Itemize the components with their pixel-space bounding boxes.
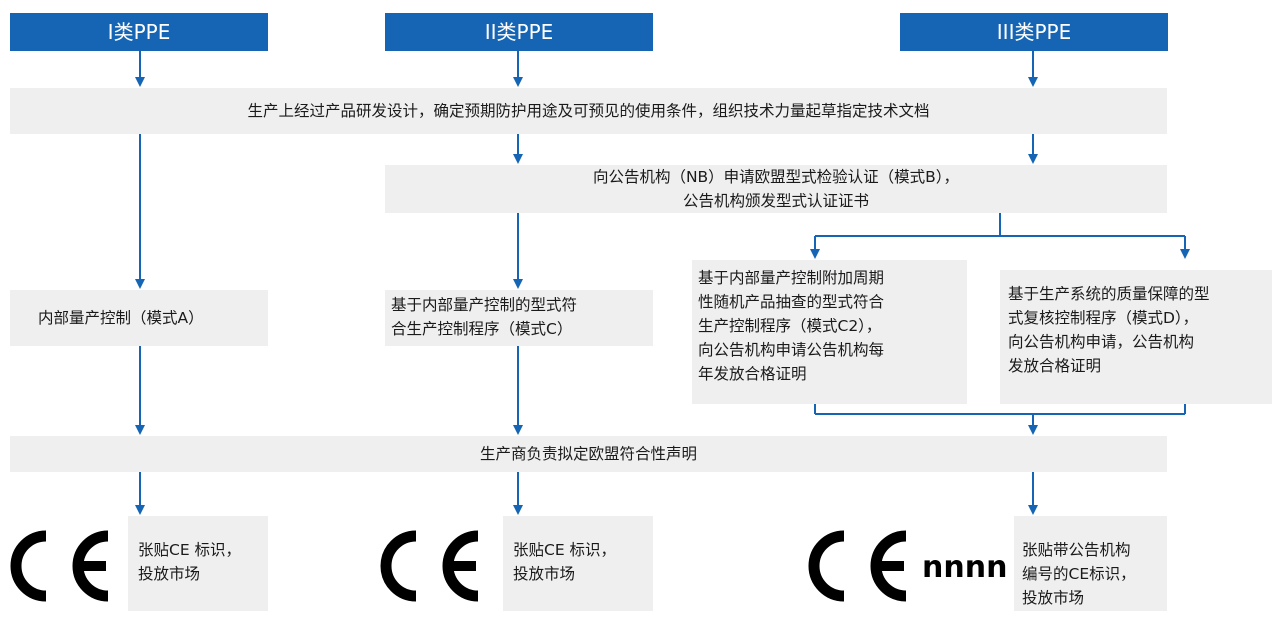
header-class-iii: III类PPE [900, 13, 1168, 51]
module-d-box: 基于生产系统的质量保障的型 式复核控制程序（模式D）， 向公告机构申请，公告机构… [1000, 270, 1272, 404]
step-technical-documentation: 生产上经过产品研发设计，确定预期防护用途及可预见的使用条件，组织技术力量起草指定… [10, 88, 1167, 134]
header-class-ii: II类PPE [385, 13, 653, 51]
ce-marking-box-1: 张贴CE 标识， 投放市场 [128, 516, 268, 611]
ce-logo-2 [380, 530, 479, 602]
module-a-box: 内部量产控制（模式A） [10, 290, 268, 346]
ce-marking-box-3: 张贴带公告机构 编号的CE标识， 投放市场 [1014, 516, 1167, 611]
module-c2-box: 基于内部量产控制附加周期 性随机产品抽查的型式符合 生产控制程序（模式C2）， … [692, 260, 967, 404]
nb-number: nnnn [922, 550, 1008, 585]
declaration-box: 生产商负责拟定欧盟符合性声明 [10, 436, 1167, 472]
step-nb-type-examination: 向公告机构（NB）申请欧盟型式检验认证（模式B）， 公告机构颁发型式认证证书 [385, 165, 1167, 213]
ce-marking-box-2: 张贴CE 标识， 投放市场 [503, 516, 653, 611]
header-class-i: I类PPE [10, 13, 268, 51]
ce-logo-3 [808, 530, 907, 602]
module-c-box: 基于内部量产控制的型式符 合生产控制程序（模式C） [385, 290, 653, 346]
ce-logo-1 [10, 530, 109, 602]
